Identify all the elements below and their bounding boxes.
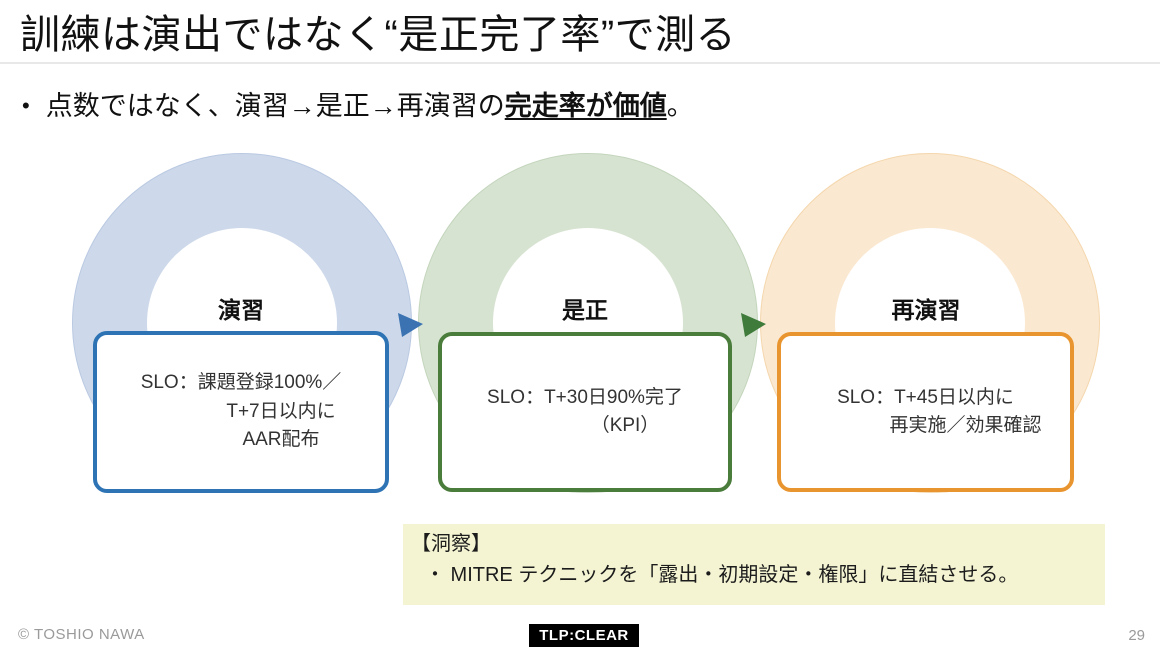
slo-line: SLO：T+30日90%完了 <box>487 386 683 408</box>
tlp-clear-badge: TLP:CLEAR <box>529 624 639 647</box>
slo-box-exercise: SLO：課題登録100%／ T+7日以内に AAR配布 <box>93 331 389 493</box>
slo-line: T+7日以内に <box>226 400 336 422</box>
stage-label-exercise: 演習 <box>218 297 264 323</box>
flow-arrow-1-icon <box>398 313 423 337</box>
page-number: 29 <box>1128 627 1145 644</box>
title-divider <box>0 62 1160 64</box>
insight-box: 【洞察】 ・ MITRE テクニックを「露出・初期設定・権限」に直結させる。 <box>403 524 1105 605</box>
slo-line: （KPI） <box>590 415 660 436</box>
slo-line: SLO：T+45日以内に <box>837 386 1014 408</box>
key-point-period: 。 <box>666 91 694 121</box>
insight-heading: 【洞察】 <box>411 533 491 555</box>
key-point-bullet: • 点数ではなく、演習→是正→再演習の完走率が価値。 <box>22 84 694 123</box>
flow-arrow-2-icon <box>741 313 766 337</box>
copyright-label: © TOSHIO NAWA <box>18 626 145 643</box>
key-point-text: 点数ではなく、演習→是正→再演習の <box>45 91 505 121</box>
slo-box-re-exercise: SLO：T+45日以内に 再実施／効果確認 <box>777 332 1074 492</box>
insight-bullet: ・ MITRE テクニックを「露出・初期設定・権限」に直結させる。 <box>425 564 1019 586</box>
page-title: 訓練は演出ではなく“是正完了率”で測る <box>20 13 737 57</box>
slo-line: 再実施／効果確認 <box>889 415 1042 436</box>
slo-line: AAR配布 <box>242 429 320 451</box>
stage-label-re-exercise: 再演習 <box>891 297 961 323</box>
slo-box-correction: SLO：T+30日90%完了 （KPI） <box>438 332 732 492</box>
key-point-emphasis: 完走率が価値 <box>504 91 667 121</box>
slo-line: SLO：課題登録100%／ <box>140 372 342 394</box>
bullet-marker-icon: • <box>22 93 30 118</box>
stage-label-correction: 是正 <box>562 297 608 323</box>
